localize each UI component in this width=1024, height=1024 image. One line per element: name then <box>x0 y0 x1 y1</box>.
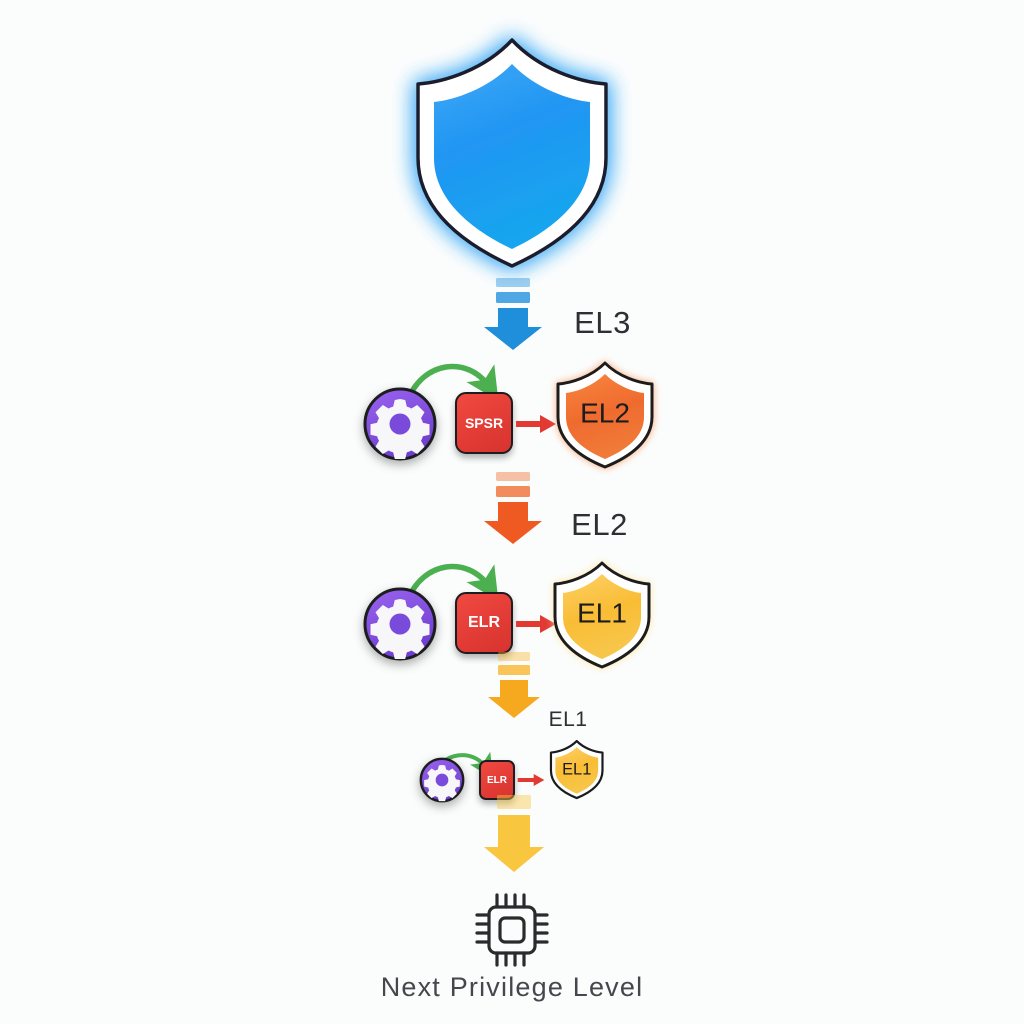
register-label-0: SPSR <box>464 415 504 431</box>
cpu-chip-icon <box>470 888 554 972</box>
register-box-elr-2[interactable]: ELR <box>479 760 515 800</box>
gear-icon-1[interactable] <box>362 586 438 662</box>
level-source-label-0: EL3 <box>574 305 631 340</box>
target-shield-label-1: EL1 <box>577 598 627 629</box>
arrow-right-icon-2 <box>516 772 546 788</box>
curved-arrow-icon-0 <box>400 348 510 408</box>
down-arrow-el2 <box>480 472 546 546</box>
top-shield-icon <box>372 18 652 278</box>
down-arrow-final <box>481 795 547 875</box>
down-arrow-el1 <box>484 652 544 720</box>
register-box-elr-1[interactable]: ELR <box>455 592 513 654</box>
gear-icon-2[interactable] <box>419 757 465 803</box>
curved-arrow-icon-1 <box>400 548 510 608</box>
register-label-1: ELR <box>468 614 500 631</box>
target-shield-1: EL1 <box>535 555 670 673</box>
target-shield-label-0: EL2 <box>580 398 630 429</box>
arrow-right-icon-1 <box>514 612 558 636</box>
register-label-2: ELR <box>487 774 507 786</box>
gear-icon-0[interactable] <box>362 386 438 462</box>
target-shield-label-2: EL1 <box>562 761 591 779</box>
page-caption: Next Privilege Level <box>380 972 644 1002</box>
register-box-spsr[interactable]: SPSR <box>455 392 513 454</box>
level-source-label-2: EL1 <box>548 708 588 731</box>
down-arrow-el3 <box>480 278 546 352</box>
arrow-right-icon-0 <box>514 412 558 436</box>
level-source-label-1: EL2 <box>571 507 628 542</box>
target-shield-0: EL2 <box>538 355 673 473</box>
target-shield-2: EL1 <box>540 733 614 805</box>
